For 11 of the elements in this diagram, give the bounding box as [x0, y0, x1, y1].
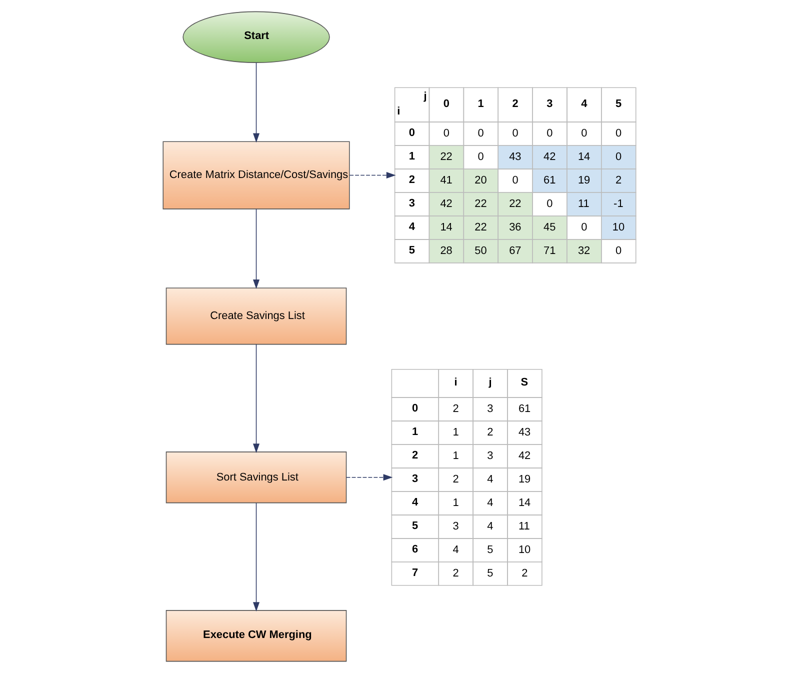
arrow — [349, 172, 396, 179]
node-ellipse: Start — [182, 11, 330, 63]
node-box: Create Matrix Distance/Cost/Savings — [162, 141, 350, 210]
arrow — [252, 208, 260, 289]
node-box: Sort Savings List — [166, 452, 347, 504]
arrow — [252, 62, 260, 143]
arrow — [346, 474, 393, 481]
node-box: Execute CW Merging — [166, 610, 347, 662]
arrow — [252, 502, 260, 612]
arrow — [252, 344, 260, 454]
node-box: Create Savings List — [166, 288, 347, 345]
